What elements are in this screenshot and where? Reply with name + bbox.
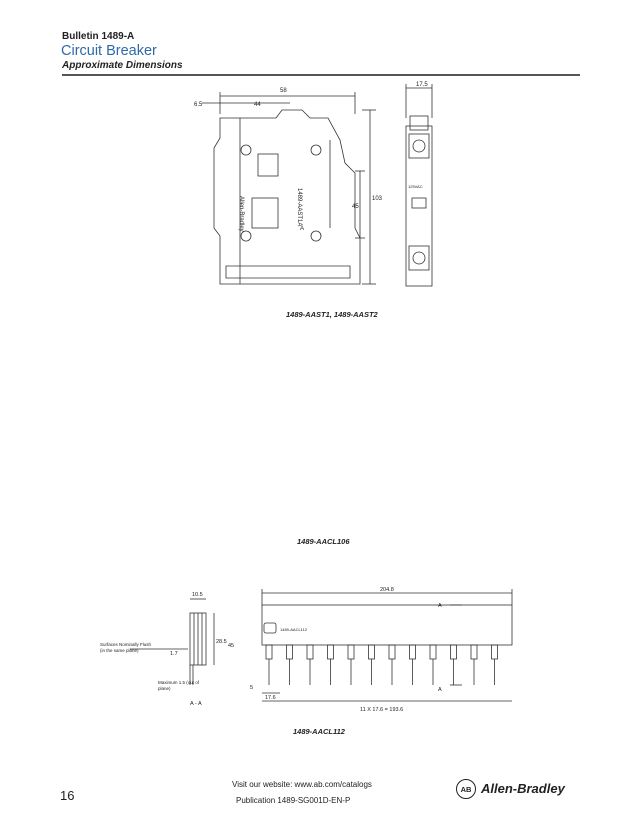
figure2-caption: 1489-AACL106 (297, 537, 350, 546)
dim-pitch-total: 11 X 17.6 = 193.6 (360, 707, 403, 713)
section-a-top: A (438, 603, 442, 609)
figure1-caption: 1489-AAST1, 1489-AAST2 (286, 310, 378, 319)
bus-bar-body (261, 604, 513, 646)
bus-pin (327, 644, 334, 660)
label-a: A (300, 226, 304, 232)
bus-bar-text: 1489-AACL112 (280, 627, 308, 632)
brand-name: Allen-Bradley (481, 781, 565, 796)
footer-website: Visit our website: www.ab.com/catalogs (232, 780, 372, 789)
bus-pin (491, 644, 498, 660)
section-label: A - A (190, 701, 202, 707)
figure-aast-drawing: 58 6.5 44 17.5 45 103 1489-AAST1A Allen-… (194, 82, 433, 287)
page-number: 16 (60, 788, 75, 803)
note-flush: Surfaces Nominally Flush (in the same pl… (100, 642, 152, 653)
breaker-body-outline (213, 109, 361, 285)
dim-45-b: 45 (228, 643, 234, 649)
dim-28-5: 28.5 (216, 639, 227, 645)
bus-pins (265, 644, 498, 685)
bus-pin (429, 644, 437, 660)
dim-45: 45 (352, 204, 359, 210)
bus-pin (450, 644, 457, 660)
figure3-caption: 1489-AACL112 (293, 727, 345, 736)
footer-publication: Publication 1489-SG001D-EN-P (236, 796, 351, 805)
label-125vac: 125VAC (408, 184, 423, 189)
page-subtitle: Approximate Dimensions (62, 60, 183, 71)
section-a-bottom: A (438, 687, 442, 693)
bus-pin (306, 644, 314, 660)
dim-204-8: 204.8 (380, 587, 394, 593)
dim-1-7: 1.7 (170, 651, 178, 657)
ab-logo-icon: AB (456, 779, 476, 799)
dim-10-5: 10.5 (192, 592, 203, 598)
breaker-side-view (405, 125, 433, 287)
dim-17-6: 17.6 (265, 695, 276, 701)
dim-17-5: 17.5 (416, 82, 428, 88)
label-brand-vertical: Allen-Bradley (238, 196, 244, 232)
dim-5: 5 (250, 685, 253, 691)
bus-pin (265, 644, 273, 660)
bus-pin (286, 644, 293, 660)
dim-6-5: 6.5 (194, 102, 203, 108)
bus-pin (409, 644, 416, 660)
label-aast1a: 1489-AAST1A (296, 188, 302, 226)
figure-aacl112-drawing: 204.8 11 X 17.6 = 193.6 17.6 10.5 1.7 28… (130, 587, 513, 713)
bus-pin (347, 644, 355, 660)
bus-pin (388, 644, 396, 660)
bus-pin (470, 644, 478, 660)
bulletin-label: Bulletin 1489-A (62, 31, 135, 42)
bus-pin (368, 644, 375, 660)
header-divider (62, 74, 580, 76)
dim-44: 44 (254, 102, 261, 108)
dim-103: 103 (372, 196, 383, 202)
note-max: Maximum 1.5 (out of plane) (158, 680, 200, 691)
dim-58: 58 (280, 88, 287, 94)
page-title: Circuit Breaker (61, 43, 157, 59)
